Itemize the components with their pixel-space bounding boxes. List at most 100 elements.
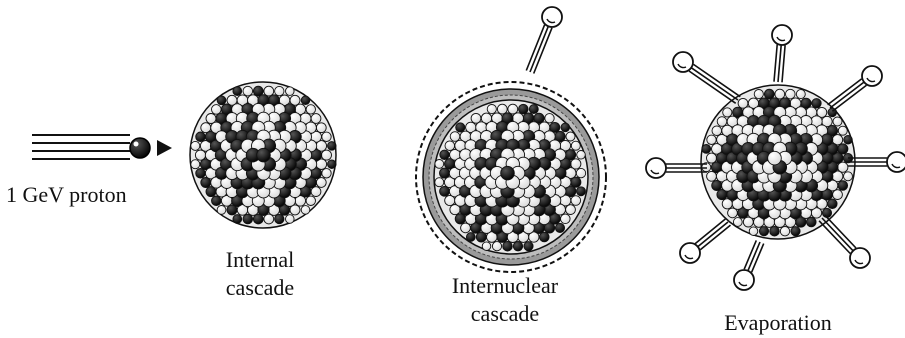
nucleus-internal-cascade <box>190 82 336 228</box>
neutron-icon <box>196 132 206 142</box>
proton-nucleon-icon <box>723 108 732 117</box>
emitted-particle-icon <box>680 219 731 263</box>
proton-nucleon-icon <box>316 123 326 133</box>
proton-beam <box>32 135 172 159</box>
particle-head <box>646 158 666 178</box>
proton-nucleon-icon <box>838 126 847 135</box>
neutron-icon <box>243 214 253 224</box>
proton-nucleon-icon <box>577 151 586 160</box>
proton-nucleon-icon <box>191 141 200 150</box>
proton-nucleon-icon <box>561 214 571 224</box>
proton-nucleon-icon <box>322 150 332 160</box>
proton-nucleon-icon <box>301 206 310 215</box>
neutron-icon <box>561 123 570 132</box>
proton-nucleon-icon <box>492 242 501 251</box>
neutron-icon <box>838 181 848 191</box>
neutron-icon <box>702 145 711 154</box>
particle-track <box>691 68 738 100</box>
particle-track <box>534 28 552 74</box>
neutron-icon <box>503 241 513 251</box>
neutron-icon <box>275 214 284 223</box>
proton-nucleon-icon <box>191 160 200 169</box>
proton-icon <box>130 138 150 158</box>
particle-head <box>673 52 693 72</box>
proton-nucleon-icon <box>712 126 722 136</box>
particle-head <box>542 7 562 27</box>
emitted-particle-icon <box>772 25 792 82</box>
neutron-icon <box>217 96 226 105</box>
particle-head <box>772 25 792 45</box>
neutron-icon <box>257 148 271 162</box>
emitted-particle-icon <box>646 158 707 178</box>
particle-track <box>698 222 728 247</box>
emitted-particle-icon <box>673 52 740 103</box>
label-evaporation: Evaporation <box>698 309 858 337</box>
neutron-icon <box>196 169 206 179</box>
particle-track <box>689 71 736 103</box>
neutron-icon <box>466 233 475 242</box>
proton-nucleon-icon <box>833 117 842 126</box>
neutron-icon <box>555 223 564 232</box>
proton-nucleon-icon <box>545 114 554 123</box>
proton-nucleon-icon <box>450 132 460 142</box>
proton-nucleon-icon <box>275 86 284 95</box>
neutron-icon <box>212 196 222 206</box>
proton-nucleon-icon <box>571 196 581 206</box>
neutron-icon <box>513 242 522 251</box>
proton-nucleon-icon <box>717 117 727 127</box>
proton-nucleon-icon <box>796 90 805 99</box>
proton-nucleon-icon <box>497 104 507 114</box>
proton-nucleon-icon <box>566 132 575 141</box>
neutron-icon <box>456 123 465 132</box>
neutron-icon <box>328 160 337 169</box>
proton-nucleon-icon <box>435 160 444 169</box>
proton-nucleon-icon <box>768 151 782 165</box>
proton-nucleon-icon <box>754 90 763 99</box>
proton-nucleon-icon <box>322 169 331 178</box>
particle-track <box>526 25 544 71</box>
proton-nucleon-icon <box>707 153 717 163</box>
emitted-particle-icon <box>526 7 562 74</box>
proton-nucleon-icon <box>487 105 496 114</box>
proton-nucleon-icon <box>482 242 491 251</box>
proton-nucleon-icon <box>786 89 796 99</box>
neutron-icon <box>577 187 586 196</box>
particle-track <box>700 225 730 250</box>
proton-nucleon-icon <box>435 178 444 187</box>
particle-track <box>774 45 777 82</box>
emitted-particle-icon <box>734 240 764 290</box>
proton-nucleon-icon <box>844 172 853 181</box>
neutron-icon <box>770 226 780 236</box>
neutron-icon <box>807 217 817 227</box>
proton-nucleon-icon <box>286 215 295 224</box>
emitted-particle-icon <box>848 152 905 172</box>
neutron-icon <box>828 199 838 209</box>
arrowhead-icon <box>157 140 172 156</box>
neutron-icon <box>791 227 800 236</box>
particle-head <box>850 248 870 268</box>
particle-track <box>694 64 741 96</box>
proton-nucleon-icon <box>508 104 518 114</box>
proton-highlight <box>134 142 139 147</box>
particle-track <box>822 218 853 251</box>
nucleus-evaporation <box>701 85 855 239</box>
proton-nucleon-icon <box>286 87 295 96</box>
neutron-icon <box>440 168 450 178</box>
proton-nucleon-icon <box>707 171 717 181</box>
label-line: cascade <box>195 274 325 302</box>
proton-nucleon-icon <box>445 141 455 151</box>
neutron-icon <box>844 136 853 145</box>
label-line: cascade <box>425 300 585 328</box>
neutron-icon <box>529 105 538 114</box>
proton-nucleon-icon <box>780 227 789 236</box>
proton-nucleon-icon <box>775 89 785 99</box>
neutron-icon <box>759 227 768 236</box>
neutron-icon <box>822 208 831 217</box>
neutron-icon <box>328 142 337 151</box>
neutron-icon <box>233 215 242 224</box>
nucleus-internuclear-cascade <box>416 82 606 272</box>
proton-nucleon-icon <box>733 218 742 227</box>
proton-nucleon-icon <box>322 132 331 141</box>
label-line: Internal <box>195 246 325 274</box>
proton-nucleon-icon <box>243 86 253 96</box>
